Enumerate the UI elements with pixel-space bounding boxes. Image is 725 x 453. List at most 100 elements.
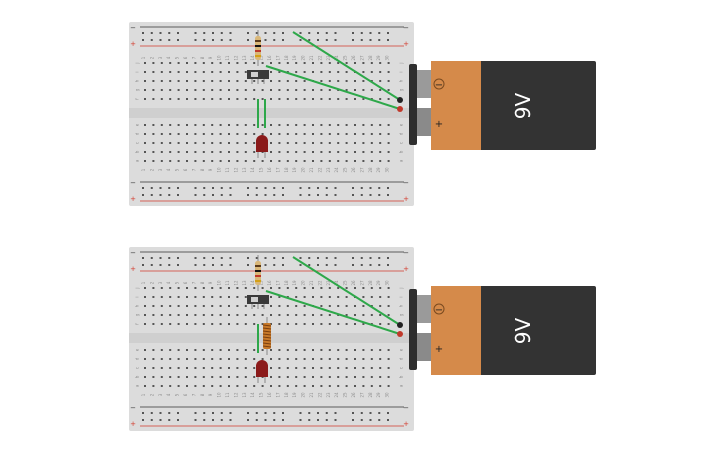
breadboard-hole[interactable] (186, 385, 188, 387)
breadboard-hole[interactable] (236, 71, 239, 73)
rail-hole[interactable] (255, 32, 258, 34)
breadboard-hole[interactable] (261, 124, 264, 126)
breadboard-hole[interactable] (286, 142, 289, 144)
breadboard-hole[interactable] (211, 367, 214, 369)
breadboard-hole[interactable] (286, 314, 289, 316)
rail-hole[interactable] (317, 194, 319, 196)
breadboard-hole[interactable] (194, 367, 197, 369)
breadboard-hole[interactable] (354, 89, 356, 91)
breadboard-hole[interactable] (362, 287, 365, 289)
rail-hole[interactable] (387, 32, 389, 34)
breadboard-hole[interactable] (186, 296, 188, 298)
breadboard-hole[interactable] (362, 124, 365, 126)
breadboard-hole[interactable] (379, 133, 382, 135)
breadboard-hole[interactable] (337, 349, 340, 351)
rail-hole[interactable] (255, 419, 258, 421)
breadboard-hole[interactable] (194, 133, 197, 135)
breadboard-hole[interactable] (345, 80, 348, 82)
breadboard-hole[interactable] (169, 358, 172, 360)
rail-hole[interactable] (282, 32, 284, 34)
rail-hole[interactable] (159, 187, 162, 189)
breadboard-hole[interactable] (370, 367, 373, 369)
breadboard-hole[interactable] (202, 385, 205, 387)
breadboard-hole[interactable] (379, 160, 382, 162)
breadboard-hole[interactable] (312, 296, 314, 298)
rail-hole[interactable] (282, 39, 284, 41)
breadboard-hole[interactable] (312, 98, 314, 100)
breadboard-hole[interactable] (169, 287, 172, 289)
breadboard-hole[interactable] (219, 62, 222, 64)
breadboard-hole[interactable] (286, 89, 289, 91)
breadboard-hole[interactable] (211, 98, 214, 100)
breadboard-hole[interactable] (354, 142, 356, 144)
rail-hole[interactable] (308, 194, 311, 196)
breadboard-hole[interactable] (169, 323, 172, 325)
rail-hole[interactable] (177, 412, 179, 414)
breadboard-hole[interactable] (270, 124, 272, 126)
breadboard-hole[interactable] (320, 71, 323, 73)
rail-hole[interactable] (387, 257, 389, 259)
resistor-icon[interactable] (255, 255, 261, 291)
rail-hole[interactable] (387, 419, 389, 421)
rail-hole[interactable] (282, 194, 284, 196)
breadboard-hole[interactable] (303, 323, 306, 325)
rail-hole[interactable] (387, 264, 389, 266)
breadboard-hole[interactable] (295, 142, 298, 144)
rail-hole[interactable] (203, 39, 206, 41)
breadboard-hole[interactable] (303, 376, 306, 378)
breadboard-hole[interactable] (169, 124, 172, 126)
breadboard-hole[interactable] (144, 349, 146, 351)
breadboard-hole[interactable] (202, 314, 205, 316)
breadboard-hole[interactable] (270, 89, 272, 91)
rail-hole[interactable] (264, 257, 267, 259)
breadboard-hole[interactable] (303, 314, 306, 316)
breadboard-hole[interactable] (160, 98, 163, 100)
rail-hole[interactable] (168, 39, 171, 41)
breadboard-hole[interactable] (379, 323, 382, 325)
breadboard-hole[interactable] (286, 385, 289, 387)
breadboard-hole[interactable] (244, 151, 247, 153)
rail-hole[interactable] (273, 32, 276, 34)
breadboard-hole[interactable] (354, 98, 356, 100)
breadboard-hole[interactable] (270, 98, 272, 100)
breadboard-hole[interactable] (286, 133, 289, 135)
breadboard-hole[interactable] (362, 385, 365, 387)
breadboard-hole[interactable] (228, 287, 230, 289)
rail-hole[interactable] (378, 187, 381, 189)
breadboard-hole[interactable] (253, 98, 256, 100)
breadboard-hole[interactable] (194, 142, 197, 144)
breadboard-hole[interactable] (354, 305, 356, 307)
breadboard-hole[interactable] (261, 89, 264, 91)
rail-hole[interactable] (352, 257, 354, 259)
breadboard-hole[interactable] (303, 160, 306, 162)
jumper-wire[interactable] (292, 31, 401, 101)
breadboard-hole[interactable] (337, 71, 340, 73)
breadboard-hole[interactable] (186, 305, 188, 307)
breadboard-hole[interactable] (278, 80, 281, 82)
breadboard-hole[interactable] (278, 323, 281, 325)
breadboard-hole[interactable] (379, 71, 382, 73)
breadboard-hole[interactable] (202, 142, 205, 144)
breadboard-hole[interactable] (379, 151, 382, 153)
rail-hole[interactable] (325, 419, 328, 421)
rail-hole[interactable] (142, 194, 144, 196)
breadboard-hole[interactable] (253, 367, 256, 369)
breadboard-hole[interactable] (160, 287, 163, 289)
rail-hole[interactable] (325, 187, 328, 189)
rail-hole[interactable] (150, 39, 153, 41)
breadboard-hole[interactable] (228, 314, 230, 316)
rail-hole[interactable] (264, 187, 267, 189)
breadboard-hole[interactable] (261, 358, 264, 360)
breadboard-hole[interactable] (278, 287, 281, 289)
breadboard-hole[interactable] (186, 98, 188, 100)
breadboard-hole[interactable] (186, 349, 188, 351)
rail-hole[interactable] (282, 257, 284, 259)
breadboard-hole[interactable] (244, 314, 247, 316)
rail-hole[interactable] (369, 264, 372, 266)
breadboard-hole[interactable] (144, 376, 146, 378)
breadboard-hole[interactable] (278, 367, 281, 369)
rail-hole[interactable] (352, 194, 354, 196)
breadboard-hole[interactable] (177, 358, 180, 360)
breadboard-hole[interactable] (160, 71, 163, 73)
breadboard-hole[interactable] (337, 142, 340, 144)
